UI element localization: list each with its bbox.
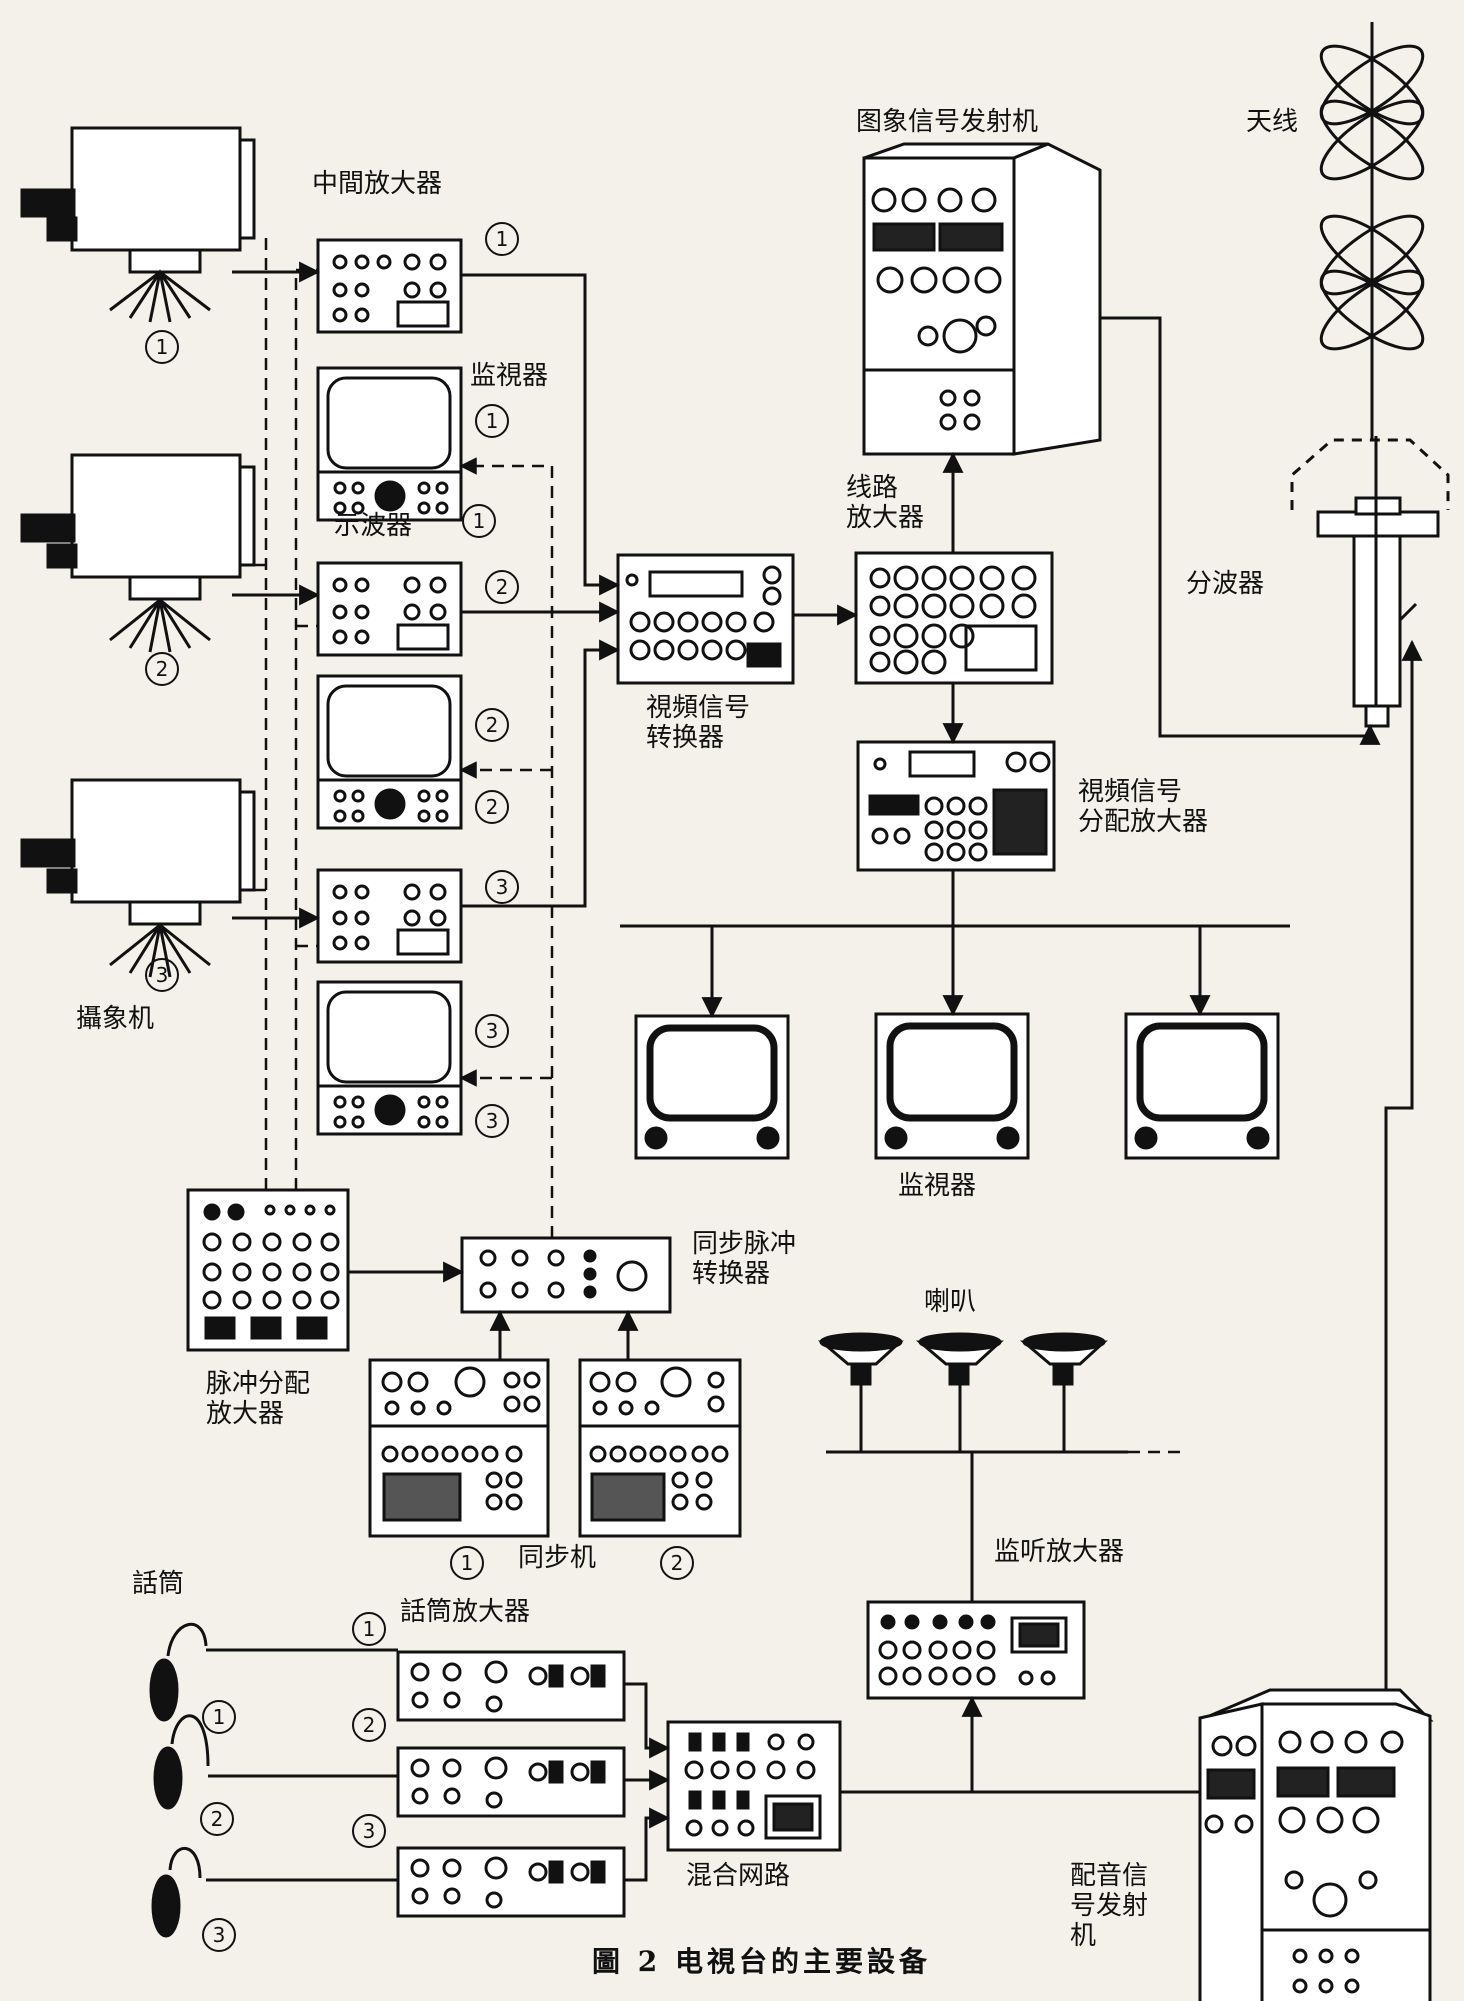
number-badge: 3 — [145, 958, 179, 992]
monitors-bottom-label: 监視器 — [898, 1171, 977, 1201]
monitor-amp-label: 监听放大器 — [994, 1537, 1125, 1567]
number-badge: 3 — [475, 1104, 509, 1138]
mixer-label: 混合网路 — [686, 1861, 791, 1891]
diplexer-label: 分波器 — [1186, 569, 1265, 599]
camera-label: 攝象机 — [76, 1004, 155, 1034]
antenna — [1319, 22, 1425, 440]
intermediate-amp-label: 中間放大器 — [312, 169, 443, 199]
sync-generator-2 — [578, 1358, 742, 1538]
intermediate-amp-2 — [316, 561, 463, 657]
number-badge: 1 — [462, 504, 496, 538]
number-badge: 1 — [202, 1700, 236, 1734]
intermediate-amp-1 — [316, 238, 463, 334]
sync-gen-label: 同步机 — [518, 1543, 597, 1573]
monitor-scope-3 — [316, 980, 463, 1136]
mic-label: 話筒 — [132, 1569, 185, 1599]
mic-amplifier-2 — [396, 1746, 626, 1818]
monitor-label: 监視器 — [470, 361, 549, 391]
video-switcher-label: 視頻信号 转换器 — [646, 693, 751, 753]
sync-generator-1 — [368, 1358, 550, 1538]
number-badge: 1 — [352, 1612, 386, 1646]
number-badge: 1 — [450, 1546, 484, 1580]
image-transmitter — [862, 142, 1102, 456]
number-badge: 2 — [200, 1802, 234, 1836]
number-badge: 3 — [202, 1918, 236, 1952]
antenna-label: 天线 — [1246, 107, 1299, 137]
camera-3 — [20, 778, 256, 978]
monitor-screen-3 — [1124, 1012, 1280, 1160]
number-badge: 2 — [475, 708, 509, 742]
number-badge: 3 — [475, 1014, 509, 1048]
camera-1 — [20, 126, 256, 323]
number-badge: 2 — [660, 1546, 694, 1580]
microphone-3 — [151, 1847, 202, 1938]
signal-lines — [206, 261, 1423, 1882]
oscilloscope-label: 示波器 — [334, 511, 413, 541]
speaker-3 — [1019, 1332, 1108, 1386]
number-badge: 3 — [485, 870, 519, 904]
number-badge: 1 — [145, 330, 179, 364]
figure-caption: 圖 2 电視台的主要設备 — [592, 1945, 931, 1978]
video-distribution-amp — [856, 740, 1056, 872]
speaker-2 — [915, 1332, 1004, 1386]
number-badge: 1 — [475, 404, 509, 438]
microphone-1 — [149, 1622, 208, 1722]
pulse-distribution-amp — [186, 1188, 350, 1352]
line-amplifier — [854, 551, 1054, 685]
number-badge: 2 — [145, 652, 179, 686]
microphone-2 — [153, 1714, 210, 1810]
monitor-screen-2 — [874, 1012, 1030, 1160]
pulse-dist-amp-label: 脉冲分配 放大器 — [206, 1369, 311, 1429]
diplexer — [1290, 438, 1450, 728]
camera-2 — [20, 453, 256, 653]
number-badge: 2 — [352, 1708, 386, 1742]
audio-transmitter-label: 配音信 号发射 机 — [1070, 1861, 1149, 1951]
number-badge: 2 — [485, 570, 519, 604]
line-amp-label: 线路 放大器 — [846, 473, 925, 533]
monitor-screen-1 — [634, 1014, 790, 1160]
mixer-network — [666, 1720, 842, 1852]
speaker-1 — [817, 1332, 904, 1386]
video-dist-amp-label: 視頻信号 分配放大器 — [1078, 777, 1209, 837]
sync-pulse-switcher-label: 同步脉冲 转换器 — [692, 1229, 797, 1289]
video-switcher — [616, 553, 795, 685]
audio-transmitter-body — [1198, 1702, 1432, 2001]
mic-amplifier-3 — [396, 1846, 626, 1918]
intermediate-amp-3 — [316, 868, 463, 964]
mic-amplifier-1 — [396, 1650, 626, 1722]
number-badge: 3 — [352, 1814, 386, 1848]
image-transmitter-label: 图象信号发射机 — [856, 107, 1039, 137]
mic-amp-label: 話筒放大器 — [400, 1597, 531, 1627]
sync-pulse-switcher — [460, 1236, 672, 1314]
monitor-amplifier — [866, 1600, 1086, 1700]
speaker-label: 喇叭 — [924, 1287, 977, 1317]
number-badge: 2 — [475, 790, 509, 824]
monitor-scope-2 — [316, 674, 463, 830]
monitor-scope-1 — [316, 366, 463, 522]
dashed-lines — [254, 236, 1290, 1454]
number-badge: 1 — [485, 222, 519, 256]
